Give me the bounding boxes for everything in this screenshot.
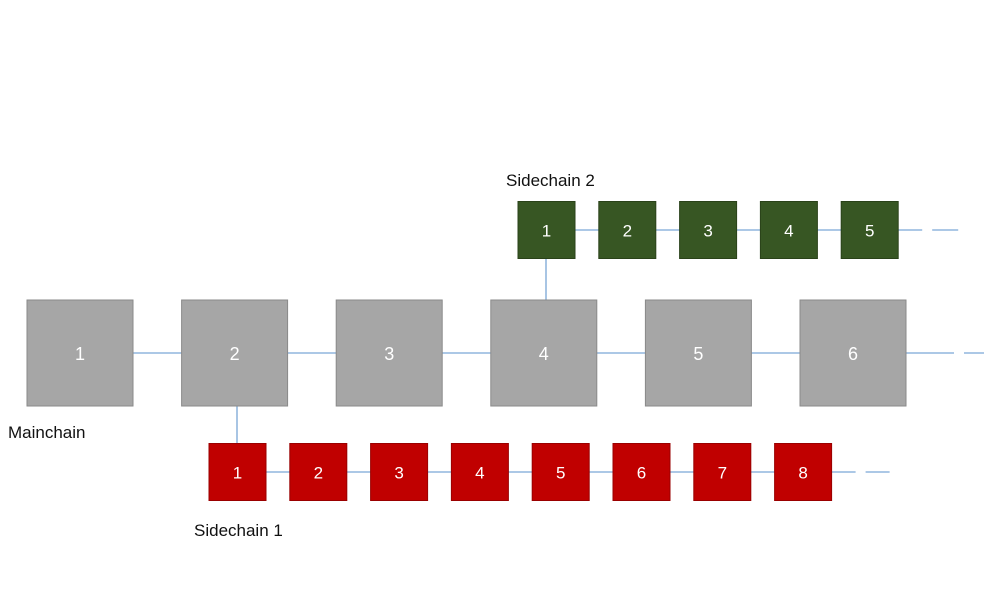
sidechain-1-block-5-label: 5 [556, 464, 565, 483]
sidechain-1-block-3-label: 3 [394, 464, 403, 483]
sidechain-1-block-4 [450, 443, 509, 501]
mainchain-block-2-label: 2 [230, 344, 240, 364]
sidechain-2-block-1-label: 1 [542, 222, 551, 241]
sidechain-1-block-2-label: 2 [314, 464, 323, 483]
sidechain-2-blocks: 1 2 3 4 5 [517, 201, 899, 259]
sidechain-1-block-1-label: 1 [233, 464, 242, 483]
sidechain-2-block-4 [759, 201, 818, 259]
mainchain-block-2 [181, 299, 289, 407]
sidechain-1-block-7 [693, 443, 752, 501]
sidechain-1-block-7-label: 7 [718, 464, 727, 483]
mainchain-block-4-label: 4 [539, 344, 549, 364]
sidechain-1-block-4-label: 4 [475, 464, 484, 483]
sidechain-1-block-8-label: 8 [798, 464, 807, 483]
sidechain-2-block-4-label: 4 [784, 222, 793, 241]
sidechain-1-block-3 [370, 443, 429, 501]
sidechain-1-block-2 [289, 443, 348, 501]
sidechain-2-block-3 [679, 201, 738, 259]
mainchain-block-4 [490, 299, 598, 407]
sidechain-2-block-5 [840, 201, 899, 259]
mainchain-block-3 [335, 299, 443, 407]
sidechain-1-block-6 [612, 443, 671, 501]
sidechain-1-block-1 [208, 443, 267, 501]
sidechain-2-block-5-label: 5 [865, 222, 874, 241]
sidechain-1-block-8 [774, 443, 833, 501]
sidechain-2-block-2 [598, 201, 657, 259]
sidechain-2-block-2-label: 2 [623, 222, 632, 241]
mainchain-block-6 [799, 299, 907, 407]
sidechain-2-block-1 [517, 201, 576, 259]
chain-links [133, 229, 984, 473]
mainchain-block-1-label: 1 [75, 344, 85, 364]
mainchain-blocks: 1 2 3 4 5 6 [26, 299, 907, 407]
sidechain-2-block-3-label: 3 [703, 222, 712, 241]
mainchain-block-5 [644, 299, 752, 407]
mainchain-block-6-label: 6 [848, 344, 858, 364]
mainchain-title: Mainchain [8, 423, 86, 442]
sidechain-1-block-6-label: 6 [637, 464, 646, 483]
mainchain-block-3-label: 3 [384, 344, 394, 364]
sidechain-1-title: Sidechain 1 [194, 521, 283, 540]
mainchain-block-1 [26, 299, 134, 407]
sidechain-1-block-5 [531, 443, 590, 501]
mainchain-block-5-label: 5 [693, 344, 703, 364]
sidechain-2-title: Sidechain 2 [506, 171, 595, 190]
sidechain-1-blocks: 1 2 3 4 5 6 7 8 [208, 443, 833, 501]
